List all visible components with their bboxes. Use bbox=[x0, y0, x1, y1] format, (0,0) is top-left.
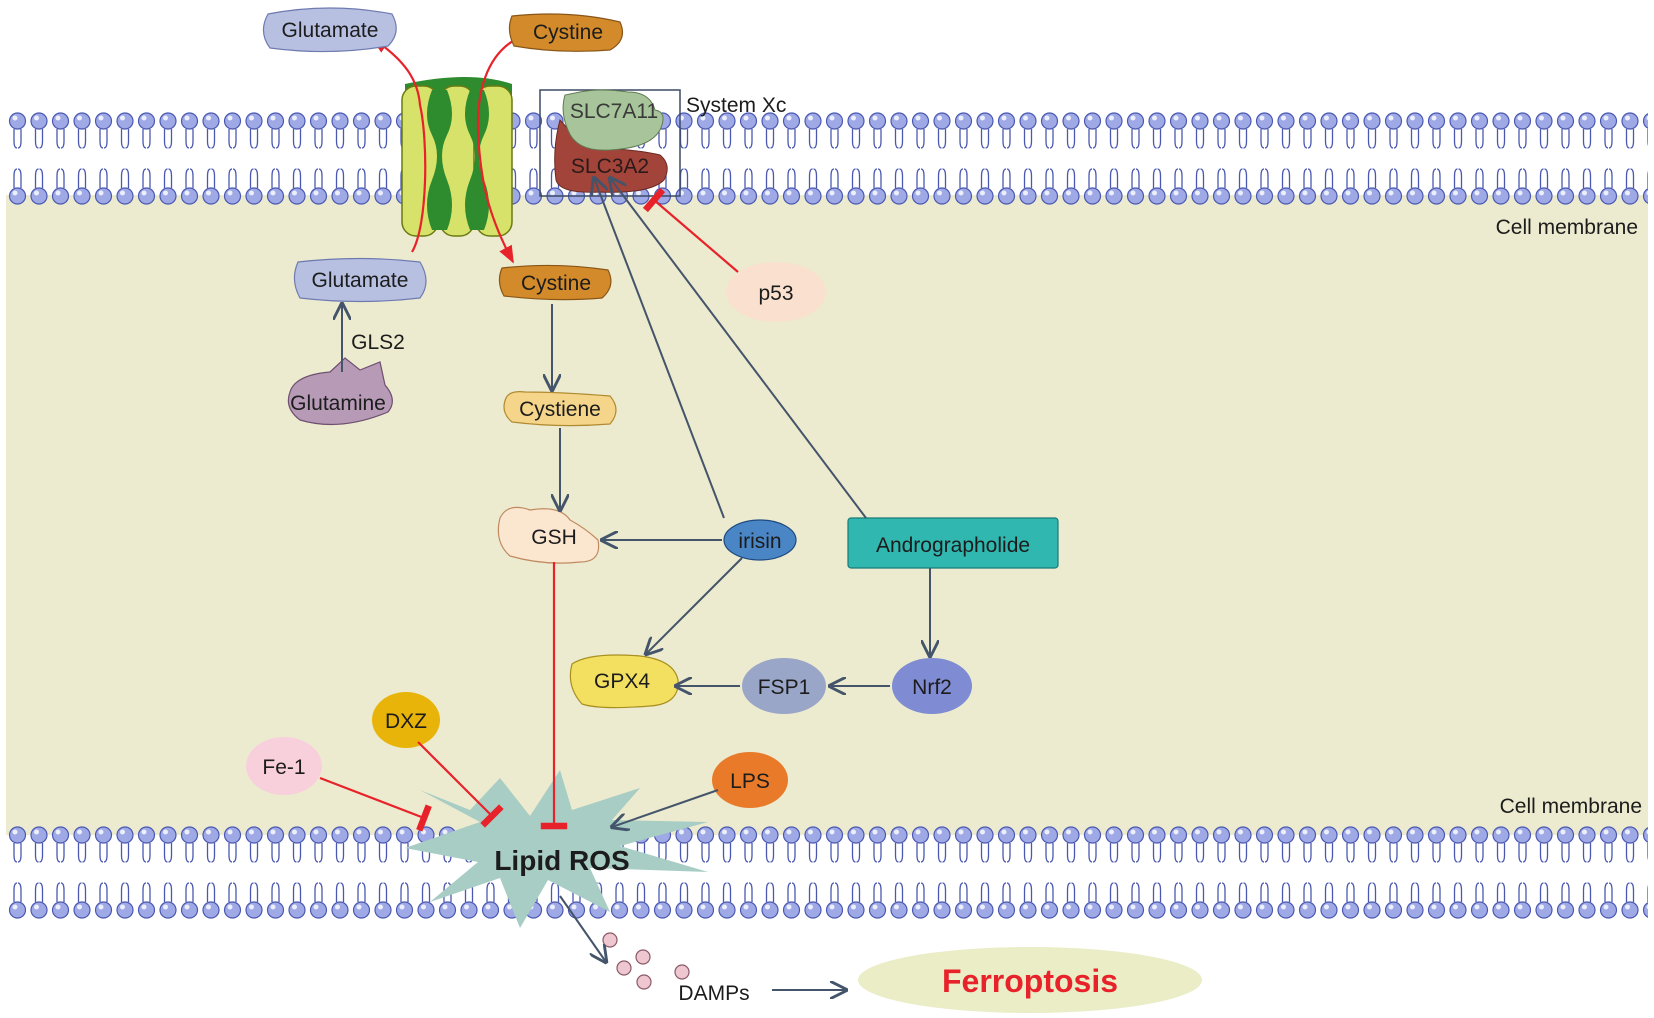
fe1-shape bbox=[246, 737, 322, 795]
cystine-outside-shape bbox=[508, 13, 623, 52]
glutamate-inside-shape bbox=[293, 257, 427, 303]
gsh-shape bbox=[497, 506, 600, 564]
inhibition-arrows bbox=[319, 187, 739, 832]
cystine-outside-label: Cystine bbox=[533, 21, 603, 44]
lps-label: LPS bbox=[730, 770, 770, 793]
activation-arrows bbox=[342, 178, 930, 990]
cell-membrane-top-bilayer bbox=[6, 110, 1648, 206]
cell-membrane-bottom-label: Cell membrane bbox=[1500, 795, 1642, 818]
fe1-inhibits-lipid-ros bbox=[319, 776, 432, 832]
andrographolide-to-systemxc-arrow bbox=[610, 178, 867, 519]
damps-label: DAMPs bbox=[678, 982, 749, 1005]
nrf2-shape bbox=[892, 658, 972, 714]
fsp1-shape bbox=[742, 658, 826, 714]
cystine-inside-shape bbox=[498, 264, 612, 301]
cystine-inside-label: Cystine bbox=[521, 272, 591, 295]
p53-label: p53 bbox=[758, 282, 793, 305]
irisin-to-systemxc-arrow bbox=[594, 178, 725, 519]
slc7a11-label: SLC7A11 bbox=[570, 100, 658, 123]
ferroptosis-ellipse bbox=[858, 947, 1202, 1013]
slc3a2-label: SLC3A2 bbox=[571, 155, 649, 178]
cystine-import-arrow bbox=[476, 37, 519, 264]
glutamate-outside-shape bbox=[262, 7, 397, 53]
dxz-shape bbox=[372, 692, 440, 748]
cell-membrane-top-label: Cell membrane bbox=[1496, 216, 1638, 239]
transporter-channel bbox=[401, 77, 513, 237]
cell-membrane-bottom-bilayer bbox=[6, 824, 1648, 920]
gls2-label: GLS2 bbox=[351, 331, 405, 354]
glutamate-inside-label: Glutamate bbox=[312, 269, 409, 292]
system-xc-label: System Xc bbox=[686, 94, 786, 117]
irisin-label: irisin bbox=[738, 530, 781, 553]
cystiene-shape bbox=[503, 391, 617, 427]
cytoplasm-region bbox=[6, 195, 1648, 835]
labels: Glutamate Cystine SLC7A11 SLC3A2 System … bbox=[262, 19, 1642, 1005]
damps-particles bbox=[602, 932, 690, 990]
glutamate-outside-label: Glutamate bbox=[282, 19, 379, 42]
fsp1-label: FSP1 bbox=[758, 676, 811, 699]
glutamine-label: Glutamine bbox=[290, 392, 386, 415]
fe1-label: Fe-1 bbox=[262, 756, 305, 779]
gpx4-shape bbox=[569, 654, 679, 709]
irisin-shape bbox=[723, 519, 797, 561]
gpx4-label: GPX4 bbox=[594, 670, 650, 693]
glutamate-export-arrow bbox=[370, 37, 427, 253]
p53-shape bbox=[726, 262, 826, 322]
lipid-ros-to-damps-arrow bbox=[559, 895, 606, 962]
gsh-label: GSH bbox=[531, 526, 577, 549]
lps-shape bbox=[712, 752, 788, 808]
p53-inhibits-slc3a2 bbox=[642, 187, 739, 273]
lps-to-lipid-ros-arrow bbox=[612, 789, 719, 827]
irisin-to-gpx4-arrow bbox=[646, 557, 743, 654]
lipid-ros-label: Lipid ROS bbox=[494, 845, 629, 876]
ferroptosis-label: Ferroptosis bbox=[942, 963, 1118, 999]
andrographolide-box bbox=[847, 517, 1059, 569]
andrographolide-label: Andrographolide bbox=[876, 534, 1030, 557]
cystiene-label: Cystiene bbox=[519, 398, 601, 421]
nrf2-label: Nrf2 bbox=[912, 676, 952, 699]
dxz-inhibits-lipid-ros bbox=[417, 741, 504, 828]
dxz-label: DXZ bbox=[385, 710, 427, 733]
slc7a11-protein bbox=[562, 89, 664, 151]
glutamine-shape bbox=[287, 357, 393, 426]
